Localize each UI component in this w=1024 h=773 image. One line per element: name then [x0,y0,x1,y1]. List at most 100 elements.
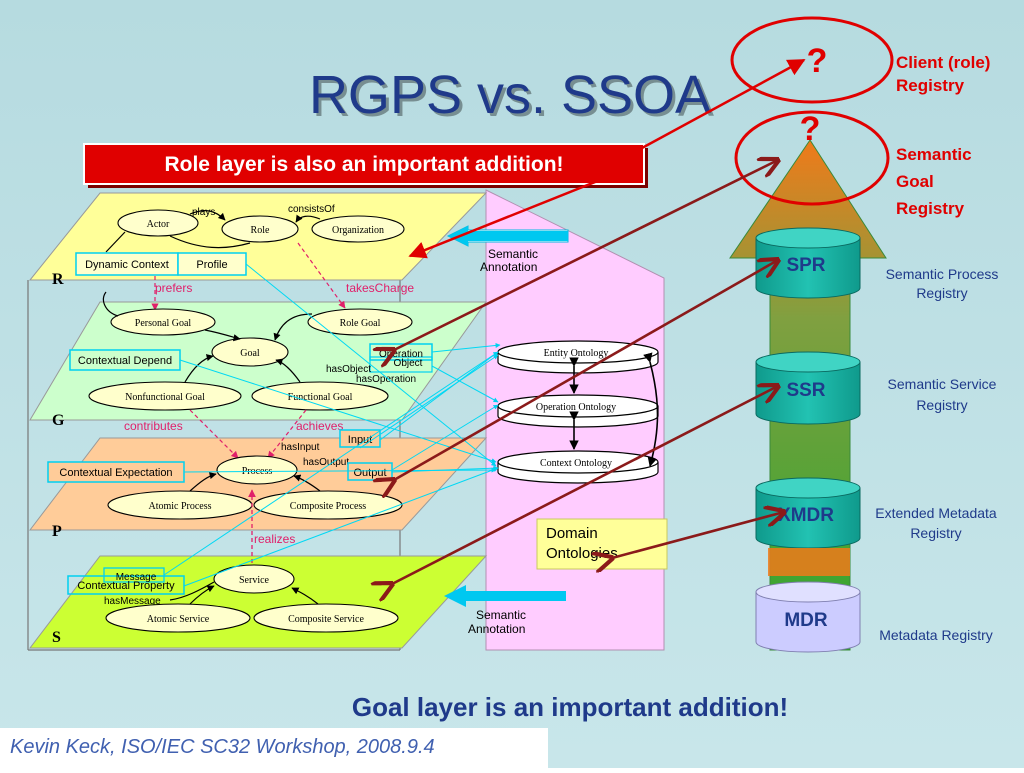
edge-composite-service [291,587,319,605]
client-registry-oval [730,16,894,104]
semantic-annotation-top-line2: Annotation [480,260,537,274]
edge-achieves [267,409,307,459]
node-personal-goal [110,308,216,336]
node-atomic-process-label: Atomic Process [148,501,211,512]
box-contextual-depend-label: Contextual Depend [78,355,172,367]
slide-title: RGPS vs. SSOA [312,68,714,128]
node-role-goal-label: Role Goal [340,318,381,329]
edge-actor-role [169,235,251,249]
edge-actor-down [105,231,126,253]
registry-xmdr: XMDR [778,505,834,526]
node-goal-label: Goal [240,348,260,359]
label-has-object: hasObject [326,364,371,375]
client-registry-label-2: Registry [896,76,965,95]
goal-registry-question: ? [800,110,821,148]
arrow-domain-map [612,512,784,558]
box-contextual-property [67,575,185,595]
footer-citation: Kevin Keck, ISO/IEC SC32 Workshop, 2008.… [10,736,435,758]
arrow-role-to-client-registry [641,58,806,150]
goal-callout-text: Goal layer is an important addition! [352,692,788,722]
node-role [221,215,299,243]
registry-mdr: MDR [784,610,828,631]
box-input-label: Input [348,434,372,446]
footer: Kevin Keck, ISO/IEC SC32 Workshop, 2008.… [0,728,548,768]
node-role-label: Role [251,225,270,236]
registry-ssr-label-2: Registry [916,397,967,413]
edge-role-goal [273,313,313,341]
registry-mdr-label-1: Metadata Registry [879,627,993,643]
arrow-service-map [392,386,778,584]
box-contextual-expectation-label: Contextual Expectation [59,467,172,479]
node-nonfunctional-goal [88,381,242,411]
node-composite-service [253,603,399,633]
edge-plays [189,210,226,221]
domain-ontologies-line2: Ontologies [546,545,618,562]
box-message-label: Message [116,572,157,583]
label-consists-of: consistsOf [288,204,335,215]
layer-label-s: S [52,629,61,646]
label-realizes: realizes [254,532,295,546]
role-callout-text: Role layer is also an important addition… [164,153,563,176]
label-achieves: achieves [296,419,343,433]
label-has-output: hasOutput [303,457,349,468]
registry-ssr: SSR [786,380,825,401]
client-registry-label-1: Client (role) [896,53,990,72]
box-object-label: Object [394,358,423,369]
box-dynamic-context-label: Dynamic Context [85,259,169,271]
label-has-input: hasInput [281,442,320,453]
node-service-label: Service [239,575,270,586]
domain-ontologies-line1: Domain [546,525,598,542]
edge-contributes [189,409,239,459]
registry-spr-label-1: Semantic Process [886,266,999,282]
label-prefers: prefers [155,281,192,295]
registry-ssr-label-1: Semantic Service [888,376,997,392]
context-ontology-label: Context Ontology [540,458,612,469]
client-registry-question: ? [807,42,828,80]
registry-xmdr-label-1: Extended Metadata [875,505,997,521]
xmdr-to-mdr-band [768,548,850,576]
node-organization-label: Organization [332,225,384,236]
node-service [213,564,295,594]
registry-spr-label-2: Registry [916,285,967,301]
label-has-operation: hasOperation [356,374,416,385]
edge-consists-of [295,214,321,223]
box-output-label: Output [353,467,386,479]
semantic-goal-registry-label-1: Semantic [896,145,972,164]
node-goal [211,337,289,367]
label-contributes: contributes [124,419,183,433]
edge-atomic-process [189,472,217,492]
node-process [216,455,298,485]
semantic-goal-registry-label-2: Goal [896,172,934,191]
node-actor [117,209,199,237]
node-composite-process-label: Composite Process [290,501,366,512]
slide-title: RGPS vs. SSOA [309,65,711,125]
mapping-arrows [392,160,784,584]
edge-takes-charge [297,242,346,309]
operation-ontology-label: Operation Ontology [536,402,616,413]
entity-ontology-label: Entity Ontology [544,348,609,359]
node-functional-goal-label: Functional Goal [288,392,353,403]
edge-functional-goal [275,358,301,383]
node-personal-goal-label: Personal Goal [135,318,192,329]
node-atomic-service [105,603,251,633]
layer-label-g: G [52,412,65,429]
box-contextual-property-label: Contextual Property [77,580,175,592]
node-atomic-service-label: Atomic Service [147,614,210,625]
semantic-goal-registry-label-3: Registry [896,199,965,218]
layer-label-p: P [52,523,62,540]
label-takes-charge: takesCharge [346,281,414,295]
edge-personal-goal-up [102,291,119,317]
label-plays: plays [192,207,215,218]
box-profile-label: Profile [196,259,227,271]
registry-xmdr-label-2: Registry [910,525,961,541]
label-has-message: hasMessage [104,596,161,607]
registry-spr: SPR [786,255,825,276]
semantic-annotation-top-line1: Semantic [488,247,538,261]
node-actor-label: Actor [147,219,170,230]
layer-label-r: R [52,271,64,288]
edge-nonfunctional-goal [184,354,214,383]
edge-atomic-service [189,585,215,605]
semantic-annotation-bottom-line2: Annotation [468,622,525,636]
